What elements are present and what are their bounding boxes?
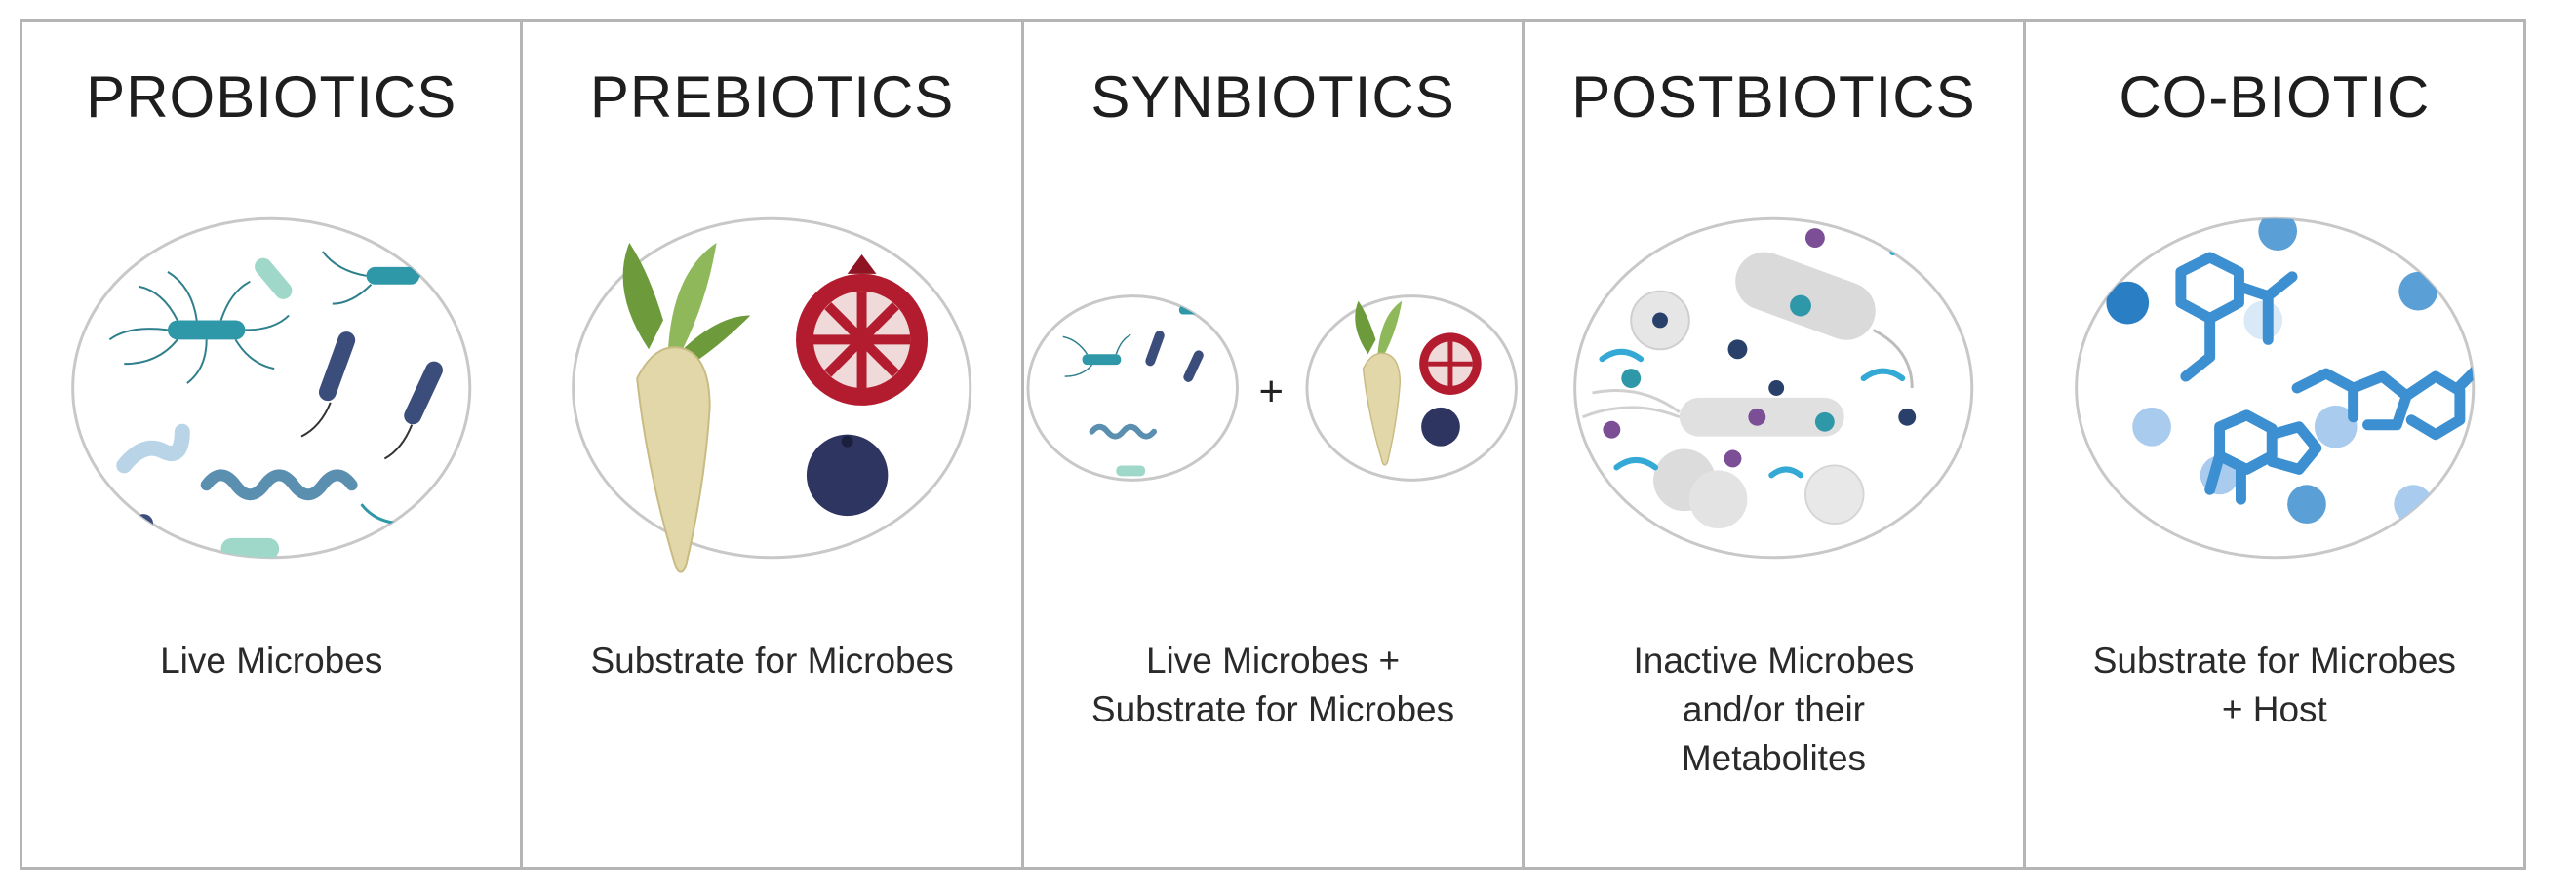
panel-probiotics: PROBIOTICS xyxy=(22,22,524,867)
panel-co-biotic: CO-BIOTIC Substrate for Microbes + Host xyxy=(2026,22,2523,867)
probiotics-illustration xyxy=(71,216,472,560)
panel-postbiotics: POSTBIOTICS xyxy=(1525,22,2026,867)
plus-sign: + xyxy=(1258,368,1284,415)
root-vegetable-icon xyxy=(623,243,751,573)
panel-caption: Live Microbes + Substrate for Microbes xyxy=(1090,641,1455,729)
bacteria-icon xyxy=(108,251,459,558)
panel-synbiotics: SYNBIOTICS + xyxy=(1024,22,1526,867)
bacteria-icon xyxy=(1062,305,1207,477)
postbiotics-illustration xyxy=(1573,216,1974,560)
blueberry-icon xyxy=(807,434,889,517)
prebiotics-illustration xyxy=(572,216,972,573)
panel-caption: Live Microbes xyxy=(160,641,383,681)
panel-title: PROBIOTICS xyxy=(86,64,457,130)
panel-caption: Inactive Microbes and/or their Metabolit… xyxy=(1633,641,1915,778)
pomegranate-icon xyxy=(1418,332,1482,395)
panel-caption: Substrate for Microbes + Host xyxy=(2092,641,2456,729)
biotics-diagram: PROBIOTICS xyxy=(20,19,2526,870)
panel-caption: Substrate for Microbes xyxy=(590,641,954,681)
co-biotic-illustration xyxy=(2074,216,2475,560)
blueberry-icon xyxy=(1420,407,1460,447)
synbiotics-illustration: + xyxy=(1026,294,1518,482)
panel-title: SYNBIOTICS xyxy=(1090,64,1455,130)
panel-prebiotics: PREBIOTICS Substrate for Microbes xyxy=(523,22,1024,867)
panel-title: POSTBIOTICS xyxy=(1571,64,1976,130)
pomegranate-icon xyxy=(796,253,929,406)
panel-title: CO-BIOTIC xyxy=(2119,64,2431,130)
root-vegetable-icon xyxy=(1355,300,1403,466)
panel-title: PREBIOTICS xyxy=(589,64,955,130)
